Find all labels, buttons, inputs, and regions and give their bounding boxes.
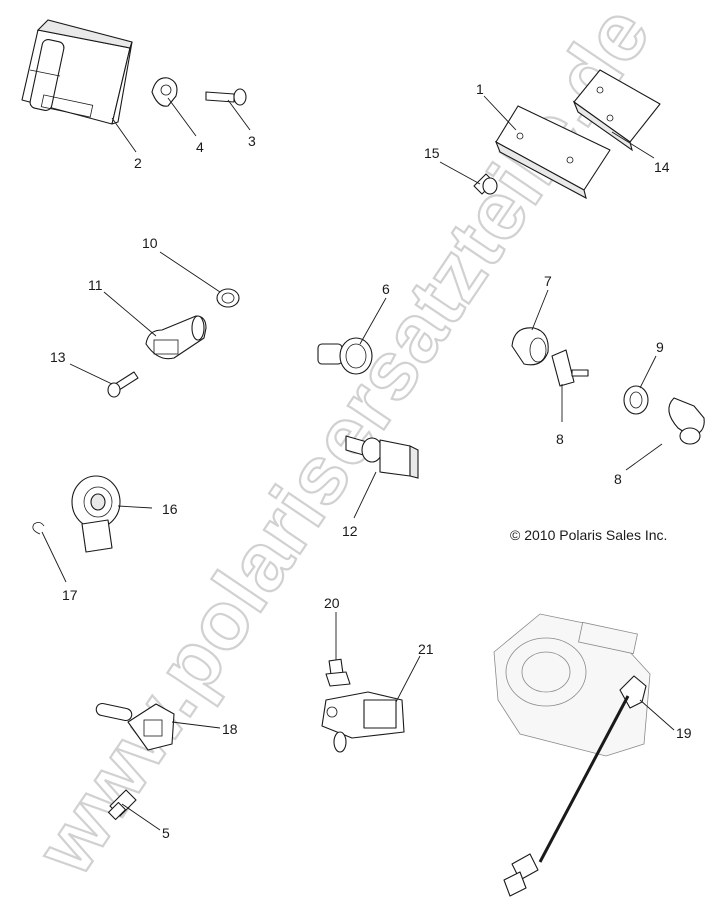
callout-21: 21 [418,641,434,657]
callout-11: 11 [88,277,103,293]
part-7-cap [511,327,549,366]
callout-5: 5 [162,825,170,841]
part-21-map-sensor [321,691,405,753]
callout-8b: 8 [614,471,622,487]
part-5-screw [107,789,137,821]
part-8-clip-small [551,349,589,387]
part-10-o-ring [216,288,240,308]
callout-6: 6 [382,281,390,297]
part-16-knock-sensor [71,475,121,553]
part-4-clip [151,77,178,107]
part-12-sensor [345,435,419,479]
part-17-clip [32,522,45,535]
callout-8a: 8 [556,431,564,447]
callout-13: 13 [50,349,66,365]
part-8-sensor [668,397,705,445]
callout-2: 2 [134,155,142,171]
callout-labels: 1 2 3 4 5 6 7 8 8 9 10 11 12 13 14 15 16… [50,81,692,841]
callout-14: 14 [654,159,670,175]
part-20-bolt [325,658,351,687]
callout-17: 17 [62,587,78,603]
callout-4: 4 [196,139,204,155]
callout-9: 9 [656,339,664,355]
part-19-throttle-body [493,613,651,897]
callout-16: 16 [162,501,178,517]
callout-12: 12 [342,523,358,539]
part-1-cover [494,105,611,200]
part-3-screw [205,88,247,106]
part-11-sensor [145,315,207,360]
part-14-cover [572,69,661,152]
callout-3: 3 [248,133,256,149]
callout-15: 15 [424,145,440,161]
callout-1: 1 [476,81,484,97]
callout-20: 20 [324,595,340,611]
leader-lines [41,95,675,831]
callout-19: 19 [676,725,692,741]
part-2-ecu-module [21,19,133,125]
callout-18: 18 [222,721,238,737]
callout-7: 7 [544,273,552,289]
part-9-washer [623,385,649,415]
callout-10: 10 [142,235,158,251]
part-18-sensor [95,702,175,751]
part-15-screw [473,173,498,195]
part-6-plug [317,337,373,375]
part-13-screw [107,371,139,398]
copyright-notice: © 2010 Polaris Sales Inc. [510,527,667,543]
